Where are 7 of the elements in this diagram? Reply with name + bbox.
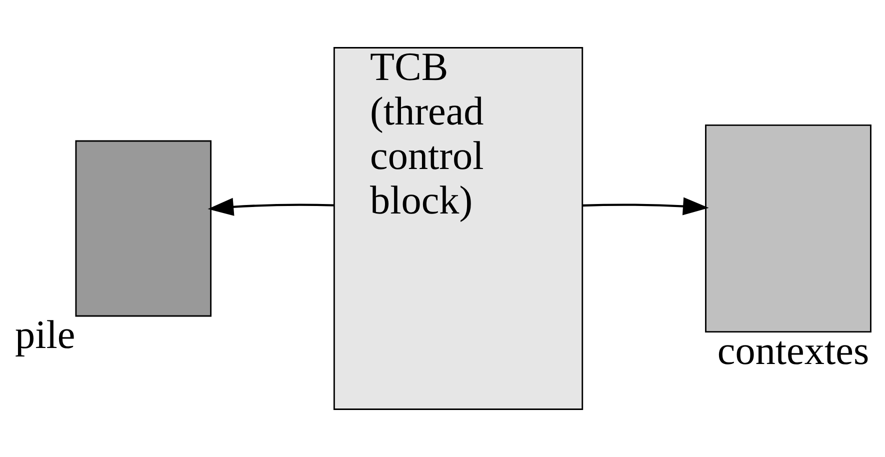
node-box — [705, 124, 872, 332]
node-label: contextes — [717, 328, 870, 373]
node-box — [75, 140, 212, 317]
arrow — [208, 198, 334, 216]
node-label: pile — [15, 312, 76, 358]
arrow — [582, 197, 709, 216]
node-box: TCB (thread control block) — [333, 47, 584, 410]
